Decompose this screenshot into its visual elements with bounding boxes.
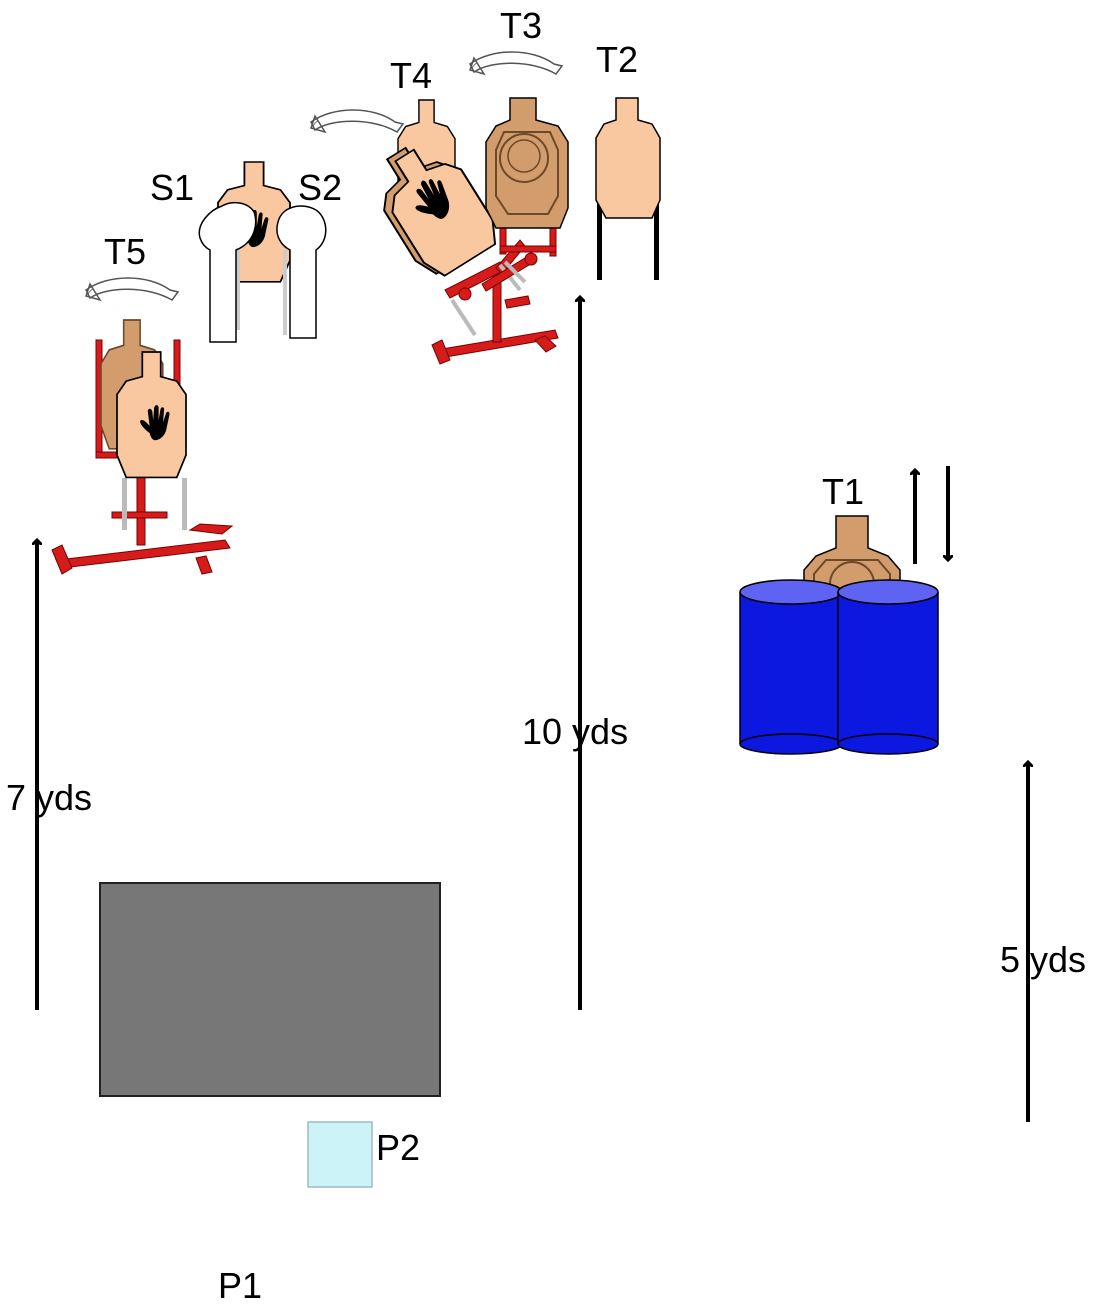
t2-target: [595, 97, 661, 280]
label-5yds: 5 yds: [1000, 939, 1087, 980]
mover-icon: [915, 466, 948, 564]
label-t2: T2: [596, 39, 639, 80]
label-s1: S1: [150, 167, 195, 208]
pivot: [524, 252, 538, 266]
t1-target-group: [739, 466, 948, 755]
label-s2: S2: [298, 167, 343, 208]
swing-arrow-icon: [310, 109, 404, 133]
p2-box: [307, 1121, 373, 1188]
swing-arrow-icon: [85, 277, 179, 301]
s2-popper: [276, 205, 327, 339]
label-t3: T3: [500, 5, 543, 46]
t3-stand: [481, 225, 557, 292]
s1-popper: [198, 201, 257, 343]
label-t1: T1: [822, 471, 865, 512]
label-t4: T4: [390, 55, 433, 96]
label-p2: P2: [376, 1127, 421, 1168]
wall-barrier: [99, 882, 441, 1097]
swing-arrow-icon: [469, 51, 563, 75]
t5-target-group: [51, 277, 234, 575]
t4-stand: [431, 239, 559, 365]
label-t5: T5: [104, 231, 147, 272]
label-p1: P1: [218, 1265, 263, 1306]
label-7yds: 7 yds: [6, 777, 93, 818]
t3-target-group: [469, 51, 569, 292]
s1-s2-group: [198, 161, 327, 343]
t4-target-group: [310, 99, 559, 365]
barrel-left: [739, 579, 843, 755]
barrel-right: [837, 579, 939, 755]
label-10yds: 10 yds: [522, 711, 629, 752]
t3-target: [485, 97, 569, 229]
